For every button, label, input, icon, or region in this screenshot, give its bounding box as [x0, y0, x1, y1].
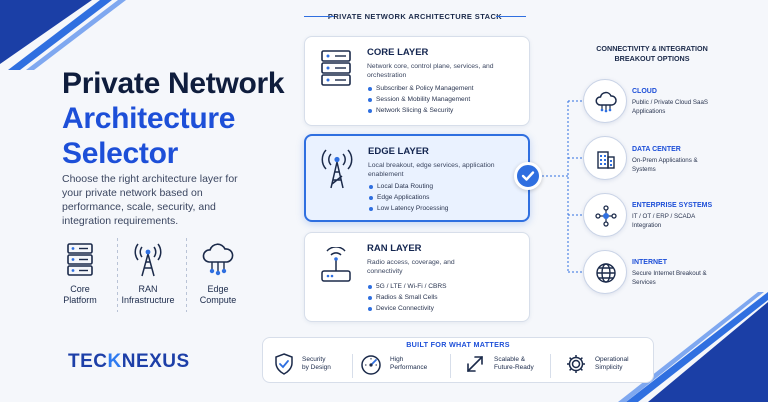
- built-for-item-scalable: Scalable & Future-Ready: [464, 353, 534, 375]
- server-rack-icon: [67, 243, 93, 276]
- selected-check-icon: [514, 162, 542, 190]
- layer-bullets: 5G / LTE / Wi-Fi / CBRS Radios & Small C…: [367, 281, 447, 314]
- corner-decoration-top-left: [0, 0, 126, 70]
- layer-bullets: Local Data Routing Edge Applications Low…: [368, 181, 448, 214]
- layer-title: CORE LAYER: [367, 47, 429, 58]
- divider: [550, 354, 551, 378]
- hero-item-label: Core Platform: [63, 284, 97, 305]
- globe-icon: [596, 263, 616, 283]
- cloud-option-text: CLOUD Public / Private Cloud SaaS Applic…: [632, 88, 709, 115]
- internet-option-text: INTERNET Secure Internet Breakout & Serv…: [632, 259, 707, 286]
- cloud-icon: [595, 91, 617, 113]
- connectivity-heading: CONNECTIVITY & INTEGRATION BREAKOUT OPTI…: [596, 44, 708, 63]
- list-item: Subscriber & Policy Management: [367, 83, 474, 94]
- data-center-option-text: DATA CENTER On-Prem Applications & Syste…: [632, 146, 698, 173]
- stack-heading: PRIVATE NETWORK ARCHITECTURE STACK: [300, 12, 530, 21]
- ran-layer-card[interactable]: RAN LAYER Radio access, coverage, and co…: [304, 232, 530, 322]
- divider: [117, 238, 118, 312]
- data-center-option-circle[interactable]: [583, 136, 627, 180]
- cloud-option-circle[interactable]: [583, 79, 627, 123]
- list-item: Network Slicing & Security: [367, 105, 474, 116]
- layer-title: RAN LAYER: [367, 243, 422, 254]
- cloud-network-icon: [202, 243, 234, 276]
- shield-check-icon: [275, 353, 293, 375]
- expand-arrows-icon: [467, 356, 483, 372]
- hero-item-ran-infrastructure: RAN Infrastructure: [118, 242, 178, 306]
- enterprise-systems-option-circle[interactable]: [583, 193, 627, 237]
- gear-icon: [567, 355, 585, 373]
- building-icon: [597, 151, 615, 169]
- list-item: Edge Applications: [368, 192, 448, 203]
- layer-bullets: Subscriber & Policy Management Session &…: [367, 83, 474, 116]
- enterprise-systems-option-text: ENTERPRISE SYSTEMS IT / OT / ERP / SCADA…: [632, 202, 713, 229]
- title-line-2: Architecture: [62, 102, 236, 135]
- page-title: Private Network Architecture Selector: [62, 66, 302, 171]
- built-for-heading: BUILT FOR WHAT MATTERS: [406, 340, 510, 349]
- built-for-item-performance: High Performance: [360, 353, 427, 375]
- divider: [186, 238, 187, 312]
- speedometer-icon: [361, 355, 381, 375]
- layer-description: Network core, control plane, services, a…: [367, 63, 494, 79]
- internet-option-circle[interactable]: [583, 250, 627, 294]
- built-for-item-simplicity: Operational Simplicity: [565, 353, 629, 375]
- brand-logo: TECKNEXUS: [68, 351, 190, 372]
- hero-item-edge-compute: Edge Compute: [188, 242, 248, 306]
- hero-item-core-platform: Core Platform: [50, 242, 110, 306]
- edge-layer-card[interactable]: EDGE LAYER Local breakout, edge services…: [304, 134, 530, 222]
- divider: [352, 354, 353, 378]
- core-layer-card[interactable]: CORE LAYER Network core, control plane, …: [304, 36, 530, 126]
- cell-tower-icon: [321, 149, 353, 189]
- layer-description: Radio access, coverage, and connectivity: [367, 259, 455, 275]
- hero-item-label: Edge Compute: [199, 284, 237, 305]
- list-item: Local Data Routing: [368, 181, 448, 192]
- list-item: Low Latency Processing: [368, 203, 448, 214]
- list-item: 5G / LTE / Wi-Fi / CBRS: [367, 281, 447, 292]
- list-item: Session & Mobility Management: [367, 94, 474, 105]
- network-nodes-icon: [595, 205, 617, 227]
- built-for-item-security: Security by Design: [274, 353, 331, 375]
- list-item: Radios & Small Cells: [367, 292, 447, 303]
- title-line-3: Selector: [62, 137, 178, 170]
- title-line-1: Private Network: [62, 67, 285, 100]
- layer-title: EDGE LAYER: [368, 146, 429, 157]
- router-icon: [321, 247, 351, 282]
- built-for-panel: [262, 337, 654, 383]
- hero-item-label: RAN Infrastructure: [121, 284, 175, 305]
- radio-tower-icon: [134, 243, 162, 277]
- list-item: Device Connectivity: [367, 303, 447, 314]
- hero-description: Choose the right architecture layer for …: [62, 173, 238, 227]
- server-rack-icon: [321, 50, 351, 86]
- layer-description: Local breakout, edge services, applicati…: [368, 162, 495, 178]
- divider: [450, 354, 451, 378]
- stack-connector-lines: [542, 100, 584, 273]
- corner-decoration-bottom-right: [618, 292, 768, 402]
